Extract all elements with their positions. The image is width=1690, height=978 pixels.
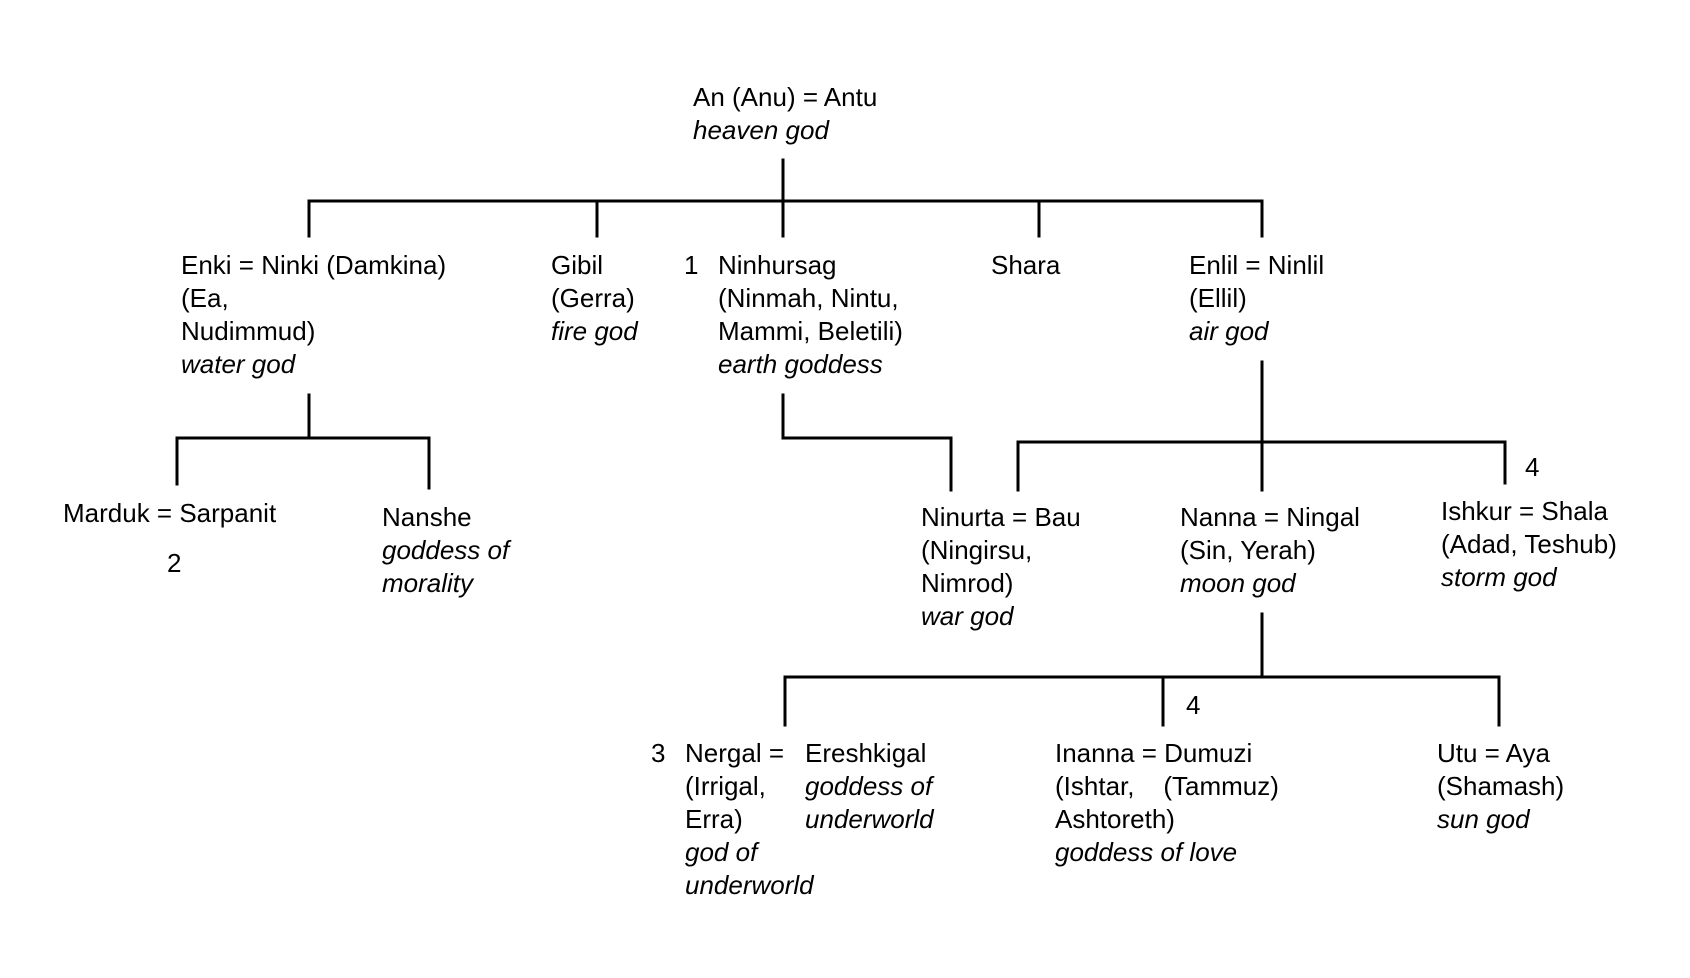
node-gibil: Gibil (Gerra) fire god: [551, 249, 638, 348]
node-ishkur-desc: storm god: [1441, 562, 1557, 592]
note-marker-4-ishkur: 4: [1525, 452, 1540, 482]
node-nanshe: Nanshe goddess of morality: [382, 501, 509, 600]
node-enki-alias-1: (Ea,: [181, 283, 229, 313]
node-nanna-alias: (Sin, Yerah): [1180, 535, 1316, 565]
node-utu: Utu = Aya (Shamash) sun god: [1437, 737, 1564, 836]
note-marker-1: 1: [684, 250, 699, 280]
node-ninurta-desc: war god: [921, 601, 1014, 631]
node-inanna-alias-1: (Ishtar, (Tammuz): [1055, 771, 1279, 801]
node-ninurta: Ninurta = Bau (Ningirsu, Nimrod) war god: [921, 501, 1081, 633]
node-ninurta-name: Ninurta = Bau: [921, 502, 1081, 532]
node-ninhursag-alias-1: (Ninmah, Nintu,: [718, 283, 899, 313]
node-enki-alias-2: Nudimmud): [181, 316, 316, 346]
note-marker-3: 3: [651, 738, 666, 768]
node-enlil-desc: air god: [1189, 316, 1269, 346]
node-nanshe-desc-2: morality: [382, 568, 474, 598]
node-nergal-desc-2: underworld: [685, 870, 814, 900]
node-inanna-alias-2: Ashtoreth): [1055, 804, 1175, 834]
node-inanna-name: Inanna = Dumuzi: [1055, 738, 1253, 768]
node-nergal-alias-1: (Irrigal,: [685, 771, 766, 801]
node-nanshe-name: Nanshe: [382, 502, 472, 532]
node-ereshkigal-desc-1: goddess of: [805, 771, 933, 801]
node-ishkur: Ishkur = Shala (Adad, Teshub) storm god: [1441, 495, 1617, 594]
node-ereshkigal-desc-2: underworld: [805, 804, 934, 834]
node-gibil-desc: fire god: [551, 316, 638, 346]
node-utu-name: Utu = Aya: [1437, 738, 1550, 768]
node-shara: Shara: [991, 249, 1060, 282]
node-gibil-alias: (Gerra): [551, 283, 635, 313]
node-enlil: Enlil = Ninlil (Ellil) air god: [1189, 249, 1324, 348]
node-ninhursag-alias-2: Mammi, Beletili): [718, 316, 903, 346]
node-gibil-name: Gibil: [551, 250, 604, 280]
node-nergal: Nergal = (Irrigal, Erra) god of underwor…: [685, 737, 814, 902]
node-anu: An (Anu) = Antu heaven god: [693, 81, 877, 147]
node-inanna-desc: goddess of love: [1055, 837, 1238, 867]
node-enki: Enki = Ninki (Damkina) (Ea, Nudimmud) wa…: [181, 249, 446, 381]
node-ereshkigal-name: Ereshkigal: [805, 738, 927, 768]
node-nergal-alias-2: Erra): [685, 804, 743, 834]
node-enlil-name: Enlil = Ninlil: [1189, 250, 1325, 280]
node-nergal-name: Nergal =: [685, 738, 784, 768]
node-anu-name: An (Anu) = Antu: [693, 82, 878, 112]
node-marduk-name: Marduk = Sarpanit: [63, 498, 277, 528]
node-enlil-alias: (Ellil): [1189, 283, 1247, 313]
node-ishkur-alias: (Adad, Teshub): [1441, 529, 1617, 559]
node-ereshkigal: Ereshkigal goddess of underworld: [805, 737, 934, 836]
note-marker-2: 2: [167, 548, 182, 578]
node-utu-alias: (Shamash): [1437, 771, 1565, 801]
node-inanna: Inanna = Dumuzi (Ishtar, (Tammuz) Ashtor…: [1055, 737, 1279, 869]
node-utu-desc: sun god: [1437, 804, 1530, 834]
node-ninhursag-desc: earth goddess: [718, 349, 883, 379]
node-nanshe-desc-1: goddess of: [382, 535, 510, 565]
node-ninhursag-name: Ninhursag: [718, 250, 837, 280]
node-ninurta-alias-1: (Ningirsu,: [921, 535, 1033, 565]
node-ishkur-name: Ishkur = Shala: [1441, 496, 1608, 526]
node-ninurta-alias-2: Nimrod): [921, 568, 1014, 598]
node-enki-name: Enki = Ninki (Damkina): [181, 250, 447, 280]
note-marker-4-inanna: 4: [1186, 690, 1201, 720]
node-nergal-desc-1: god of: [685, 837, 758, 867]
node-nanna-desc: moon god: [1180, 568, 1296, 598]
node-shara-name: Shara: [991, 250, 1061, 280]
node-anu-desc: heaven god: [693, 115, 829, 145]
node-nanna: Nanna = Ningal (Sin, Yerah) moon god: [1180, 501, 1360, 600]
node-ninhursag: Ninhursag (Ninmah, Nintu, Mammi, Beletil…: [718, 249, 903, 381]
node-enki-desc: water god: [181, 349, 296, 379]
node-marduk: Marduk = Sarpanit: [63, 497, 276, 530]
node-nanna-name: Nanna = Ningal: [1180, 502, 1360, 532]
